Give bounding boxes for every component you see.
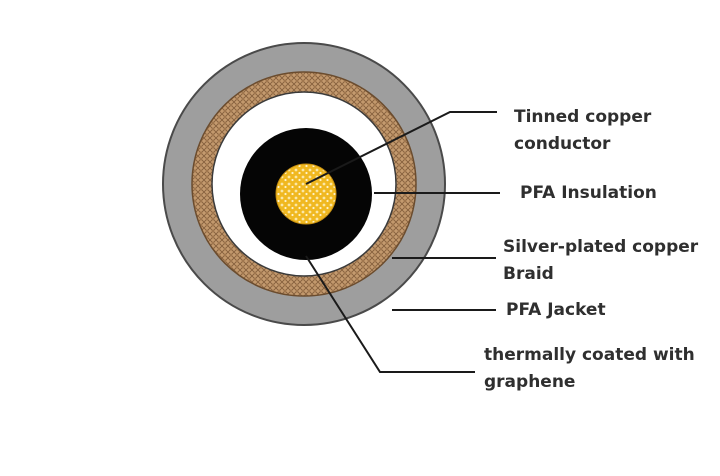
label-graphene-coating: thermally coated with graphene: [484, 342, 695, 396]
label-line: PFA Insulation: [520, 183, 657, 203]
label-line: Silver-plated copper: [503, 237, 699, 257]
label-line: Braid: [503, 264, 554, 284]
label-line: PFA Jacket: [506, 300, 606, 320]
graphene-leader-line: [305, 255, 475, 373]
label-line: thermally coated with: [484, 345, 695, 365]
label-pfa-jacket: PFA Jacket: [506, 297, 606, 324]
label-line: Tinned copper: [514, 107, 652, 127]
label-tinned-copper-conductor: Tinned copper conductor: [514, 104, 651, 158]
label-line: graphene: [484, 372, 576, 392]
tinned-copper-conductor: [275, 163, 337, 225]
label-line: conductor: [514, 134, 611, 154]
label-pfa-insulation: PFA Insulation: [520, 180, 657, 207]
label-silver-plated-braid: Silver-plated copper Braid: [503, 234, 698, 288]
conductor-leader-line: [305, 111, 497, 185]
